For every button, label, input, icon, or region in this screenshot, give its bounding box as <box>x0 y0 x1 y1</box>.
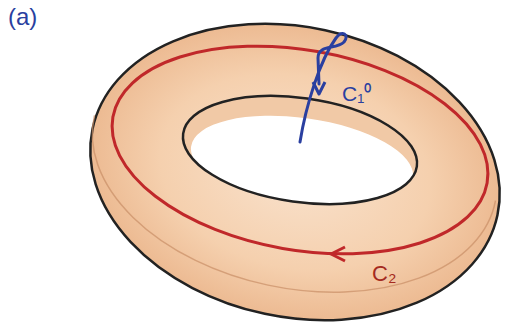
curve-label: C₁⁰ <box>342 82 371 105</box>
hole-outline <box>176 82 424 218</box>
loop-arrowhead <box>331 247 345 261</box>
longitude-loop <box>96 19 505 282</box>
meridian-loop <box>300 34 346 142</box>
loop-arrowhead <box>313 82 325 94</box>
torus-outline <box>62 0 506 336</box>
panel-label: (a) <box>8 4 37 30</box>
curve-label: C₂ <box>372 262 396 286</box>
